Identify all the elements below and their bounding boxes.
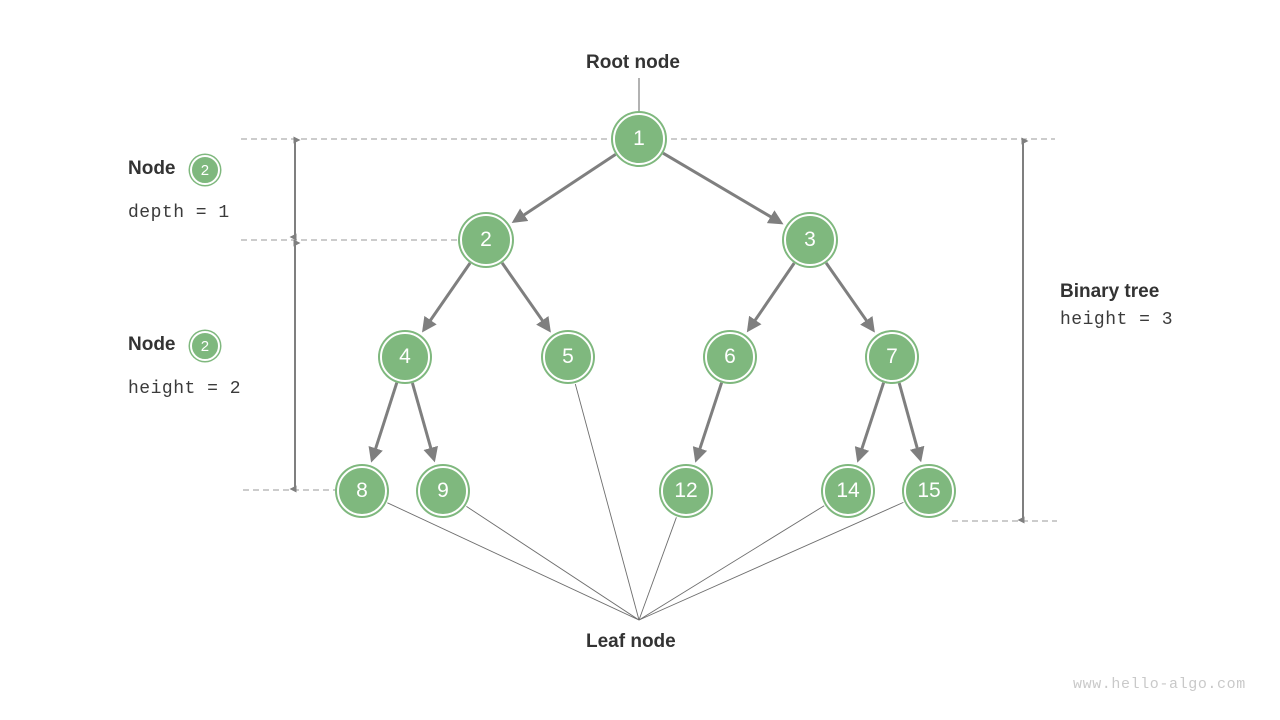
tree-node-label: 6 [724,345,736,368]
annotation-node-depth-title: Node [128,158,176,180]
annotation-node-height-badge: 2 [189,331,220,361]
annotation-node-height-title: Node [128,334,176,356]
tree-edge-2-4 [422,262,472,333]
tree-edge-3-6 [746,262,796,333]
tree-node-7[interactable]: 7 [867,332,917,382]
tree-node-label: 1 [633,127,645,150]
tree-node-label: 14 [836,479,860,502]
tree-edge-4-9 [410,382,438,463]
tree-edge-3-7 [824,262,875,333]
tree-node-14[interactable]: 14 [823,466,873,516]
leaf-leader-9 [466,506,640,621]
tree-node-label: 7 [886,345,898,368]
leaf-leader-lines-group [387,383,904,621]
watermark-text: www.hello-algo.com [1073,676,1246,693]
tree-edge-6-12 [692,382,724,463]
annotation-node-height-value: height = 2 [128,379,242,399]
leaf-leader-5 [574,383,640,621]
annotation-node-depth: Node 2 depth = 1 [128,155,230,223]
tree-edge-2-5 [500,262,551,333]
tree-node-12[interactable]: 12 [661,466,711,516]
tree-node-9[interactable]: 9 [418,466,468,516]
annotation-node-depth-value: depth = 1 [128,203,230,223]
annotation-tree-height: Binary tree height = 3 [1060,281,1173,330]
tree-node-1[interactable]: 1 [613,113,665,165]
tree-node-label: 5 [562,345,574,368]
tree-node-3[interactable]: 3 [784,214,836,266]
annotation-tree-height-title: Binary tree [1060,281,1160,302]
tree-node-label: 12 [674,479,698,502]
tree-node-label: 15 [917,479,941,502]
tree-edge-4-8 [368,382,399,463]
root-node-label: Root node [586,52,680,73]
annotation-tree-height-value: height = 3 [1060,310,1174,330]
tree-node-4[interactable]: 4 [380,332,430,382]
annotation-node-depth-badge: 2 [189,155,220,185]
leaf-leader-12 [638,517,677,621]
guide-lines-group [241,138,1057,522]
tree-node-5[interactable]: 5 [543,332,593,382]
tree-edge-1-2 [511,153,617,224]
tree-edges-group [368,151,925,463]
tree-node-label: 4 [399,345,411,368]
leaf-leader-8 [387,502,640,621]
leaf-node-label: Leaf node [586,631,676,652]
tree-edge-1-3 [662,151,784,225]
tree-node-15[interactable]: 15 [904,466,954,516]
tree-node-label: 8 [356,479,368,502]
tree-node-6[interactable]: 6 [705,332,755,382]
leaf-leader-14 [638,505,825,621]
leaf-leader-15 [638,501,904,621]
tree-node-label: 3 [804,228,816,251]
tree-edge-7-14 [854,382,886,463]
tree-node-label: 9 [437,479,449,502]
tree-node-label: 2 [480,228,492,251]
tree-node-2[interactable]: 2 [460,214,512,266]
measure-arrows-group [289,136,1029,524]
annotation-node-height: Node 2 height = 2 [128,331,241,399]
tree-node-8[interactable]: 8 [337,466,387,516]
tree-edge-7-15 [897,382,925,463]
